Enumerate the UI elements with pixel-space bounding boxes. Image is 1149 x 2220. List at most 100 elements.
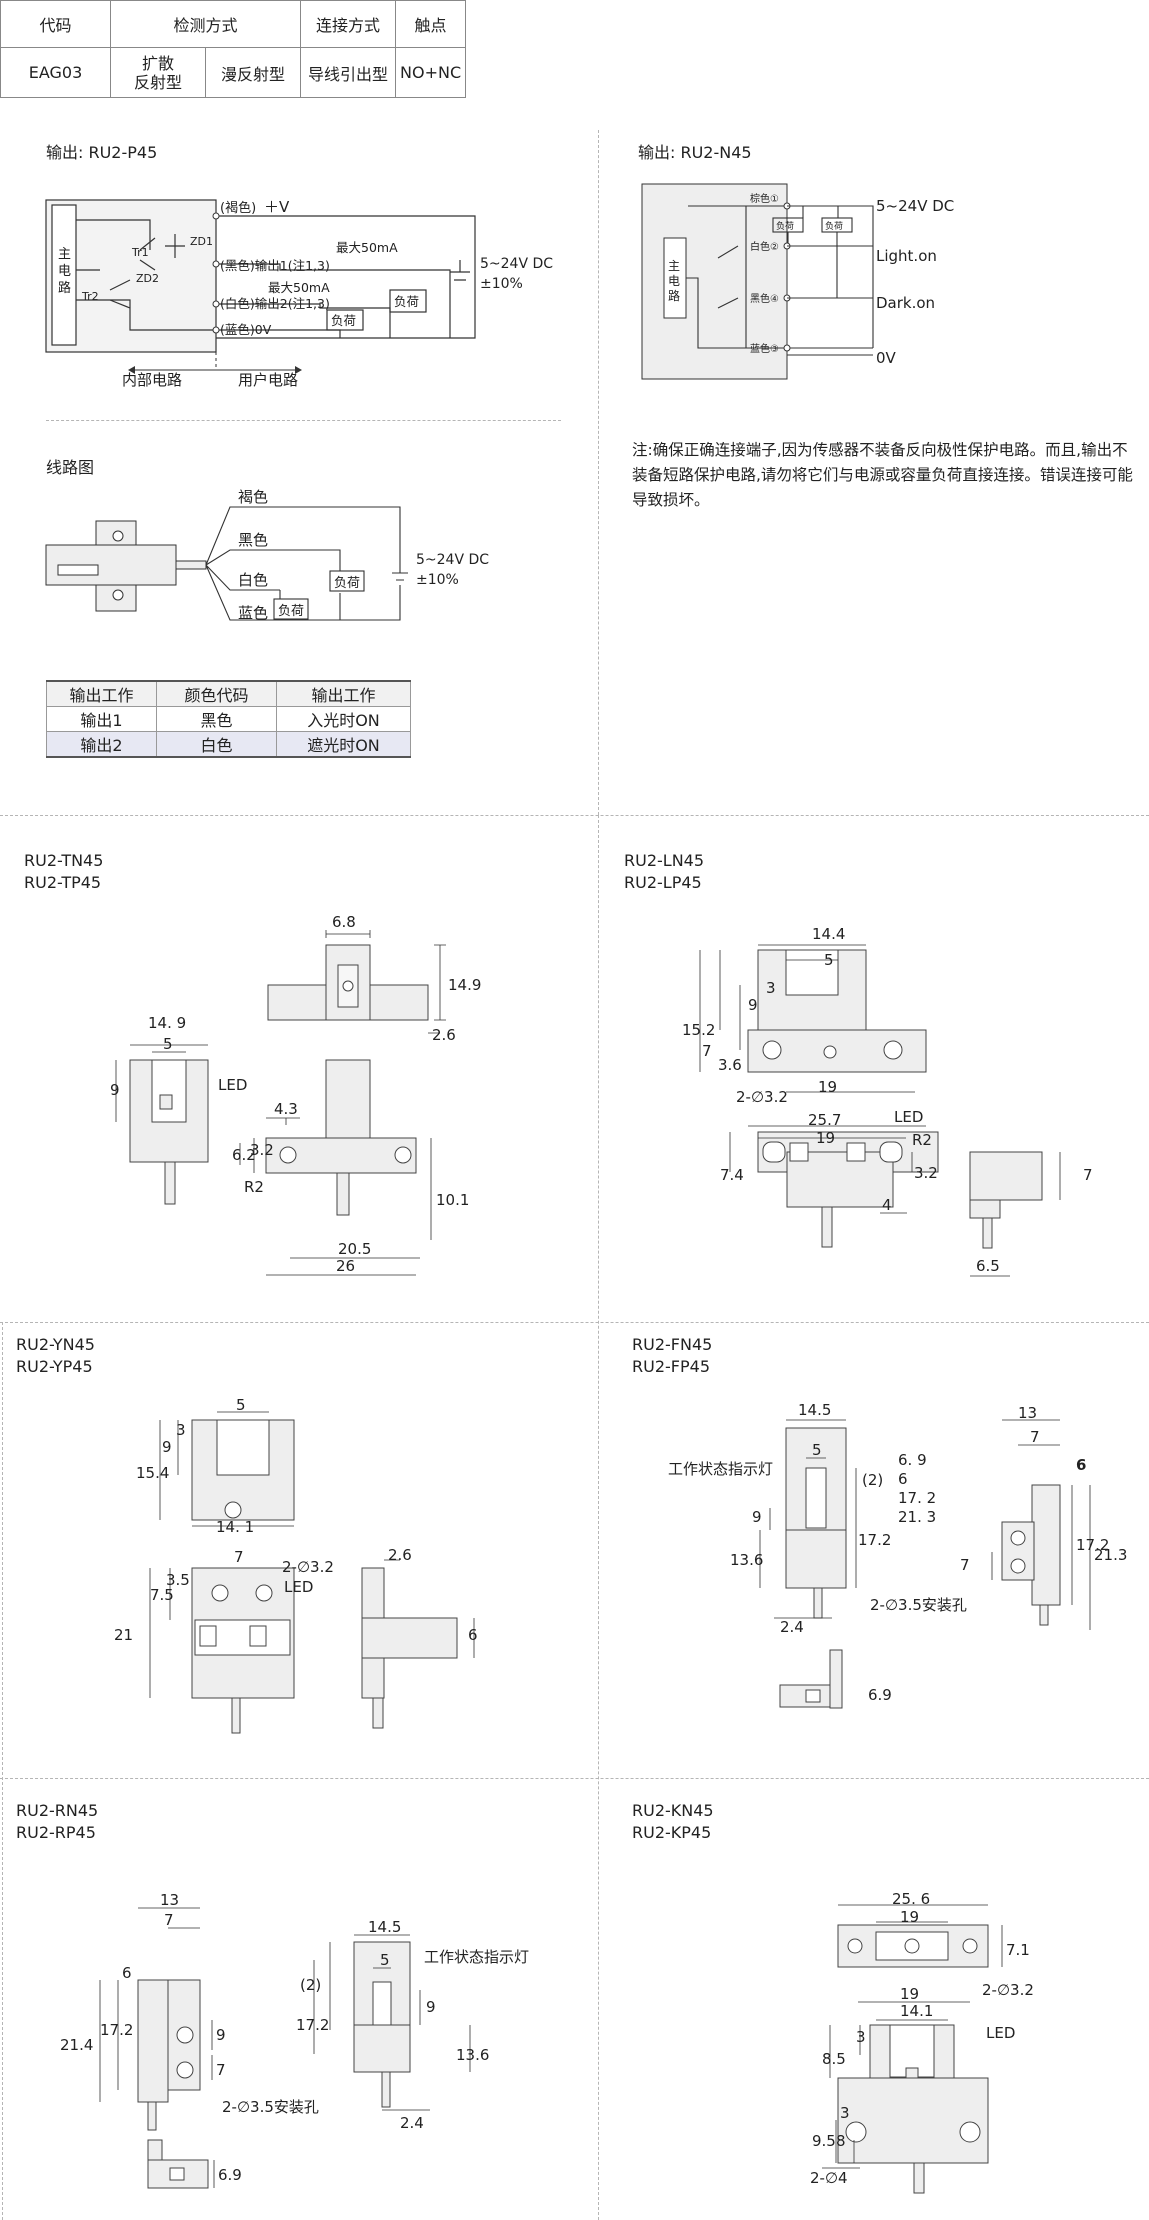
wiring-black: 黑色 — [238, 531, 268, 549]
output-cell: 输出2 — [46, 731, 157, 758]
rn-dim: 7 — [164, 1911, 174, 1929]
rn-dim: 9 — [216, 2026, 226, 2044]
rn-dim: 5 — [380, 1951, 390, 1969]
divider-mid — [598, 815, 599, 2220]
tn-dim: 3.2 — [250, 1141, 274, 1159]
ln-dim: 15.2 — [682, 1021, 715, 1039]
fn-dim: 6 — [1076, 1456, 1086, 1474]
tn-drawing: 6.8 14.9 2.6 14. 9 5 9 LED 4.3 6.2 3.2 R… — [110, 913, 481, 1276]
rn-dim: 6.9 — [218, 2166, 242, 2184]
rn-dim: 7 — [216, 2061, 226, 2079]
circuit-p-supply: 5~24V DC — [480, 256, 553, 272]
fn-dim: 2.4 — [780, 1618, 804, 1636]
rn-dim: 21.4 — [60, 2036, 93, 2054]
circuit-n-main-1: 主 — [668, 259, 680, 273]
kn-dim: 2-∅3.2 — [982, 1981, 1034, 1999]
tn-dim: 6.2 — [232, 1146, 256, 1164]
yn-dim: 6 — [468, 1626, 478, 1644]
fn-dim: 6. 9 — [898, 1451, 927, 1469]
tn-dim: R2 — [244, 1178, 264, 1196]
circuit-n-0v: 0V — [876, 349, 897, 367]
fn-dim: 13.6 — [730, 1551, 763, 1569]
divider-top — [598, 130, 599, 815]
yn-dim: 2-∅3.2 — [282, 1558, 334, 1576]
kn-dim: 9.5 — [812, 2132, 836, 2150]
divider-left — [2, 1322, 3, 2220]
ln-drawing: 14.4 5 3 9 15.2 7 3.6 2-∅3.2 19 LED 25.7… — [682, 925, 1093, 1277]
circuit-n-blue: 蓝色③ — [750, 342, 779, 355]
circuit-n-main-3: 路 — [668, 288, 680, 303]
fn-dim: 7 — [960, 1556, 970, 1574]
fn-dim: 6 — [898, 1470, 908, 1488]
rn-dim: 13.6 — [456, 2046, 489, 2064]
divider-row2 — [0, 1322, 1149, 1323]
yn-dim: LED — [284, 1578, 313, 1596]
circuit-p-plus-v: ＋V — [264, 198, 290, 216]
output-header-1: 输出工作 — [46, 680, 157, 707]
rn-dim: 17.2 — [100, 2021, 133, 2039]
ln-dim: LED — [894, 1108, 923, 1126]
circuit-n-main-2: 电 — [668, 274, 680, 288]
output-cell: 遮光时ON — [276, 731, 411, 758]
wiring-supply: 5~24V DC — [416, 552, 489, 568]
circuit-p-max1: 最大50mA — [336, 240, 398, 255]
yn-dim: 3.5 — [166, 1571, 190, 1589]
ln-dim: 9 — [748, 996, 758, 1014]
wiring-brown: 褐色 — [238, 488, 268, 506]
circuit-p-user: 用户电路 — [238, 371, 298, 389]
tn-dim: 5 — [163, 1035, 173, 1053]
rn-dim: 工作状态指示灯 — [424, 1948, 529, 1966]
yn-drawing: 5 3 9 15.4 14. 1 7 2-∅3.2 2.6 LED 7.5 3.… — [114, 1396, 478, 1734]
ln-dim: 19 — [818, 1078, 837, 1096]
circuit-p-title: 输出: RU2-P45 — [46, 143, 158, 162]
rn-dim: 13 — [160, 1891, 179, 1909]
tn-dim: 14. 9 — [148, 1014, 186, 1032]
circuit-p-white: (白色)输出2(注1,3) — [220, 296, 330, 311]
tn-dim: 26 — [336, 1257, 355, 1275]
kn-dimensions: 25. 6 19 7.1 2-∅3.2 19 14.1 3 8.5 LED 3 … — [810, 1890, 1034, 2187]
kn-dim: 3 — [856, 2028, 866, 2046]
fn-dim: 13 — [1018, 1404, 1037, 1422]
kn-dim: 25. 6 — [892, 1890, 930, 1908]
wiring-diagram: 褐色 黑色 白色 蓝色 负荷 负荷 5~24V DC ±10% — [45, 488, 489, 622]
kn-drawing: 25. 6 19 7.1 2-∅3.2 19 14.1 3 8.5 LED 3 … — [810, 1890, 1034, 2194]
ln-dim: 6.5 — [976, 1257, 1000, 1275]
fn-drawing: 14.5 5 工作状态指示灯 (2) 6. 9 6 17. 2 21. 3 9 … — [668, 1401, 1127, 1709]
rn-dim: 17.2 — [296, 2016, 329, 2034]
tn-dim: 2.6 — [432, 1026, 456, 1044]
fn-dim: 21.3 — [1094, 1546, 1127, 1564]
fn-dim: 工作状态指示灯 — [668, 1460, 773, 1478]
ln-dim: 19 — [816, 1129, 835, 1147]
fn-dim: 5 — [812, 1441, 822, 1459]
kn-dim: LED — [986, 2024, 1015, 2042]
rn-dim: 6 — [122, 1964, 132, 1982]
output-header-3: 输出工作 — [276, 680, 411, 707]
circuit-p-main-2: 电 — [58, 264, 71, 279]
circuit-p-tol: ±10% — [480, 276, 523, 292]
kn-dim: 3 — [840, 2104, 850, 2122]
circuit-p-load1: 负荷 — [394, 294, 419, 309]
circuit-p-max2: 最大50mA — [268, 280, 330, 295]
cell-connection: 导线引出型 — [300, 47, 396, 98]
ln-dimensions: 14.4 5 3 9 15.2 7 3.6 2-∅3.2 19 LED 25.7… — [682, 925, 1093, 1275]
circuit-n-dark: Dark.on — [876, 294, 935, 312]
ln-dim: 3.6 — [718, 1056, 742, 1074]
output-cell: 白色 — [156, 731, 277, 758]
circuit-p-black: (黑色)输出1(注1,3) — [220, 258, 330, 273]
header-code: 代码 — [0, 0, 111, 48]
circuit-p-main-3: 路 — [58, 280, 71, 296]
fn-dim: 17. 2 — [898, 1489, 936, 1507]
ln-dim: 7.4 — [720, 1166, 744, 1184]
circuit-n-title: 输出: RU2-N45 — [638, 143, 752, 162]
cell-code: EAG03 — [0, 47, 111, 98]
rn-dim: (2) — [300, 1976, 321, 1994]
circuit-p-load2: 负荷 — [331, 313, 356, 328]
circuit-p-tr2: Tr2 — [81, 290, 99, 303]
note-text: 注:确保正确连接端子,因为传感器不装备反向极性保护电路。而且,输出不装备短路保护… — [632, 441, 1133, 509]
fn-dim: 9 — [752, 1508, 762, 1526]
yn-dim: 5 — [236, 1396, 246, 1414]
circuit-n-load1: 负荷 — [776, 220, 794, 232]
circuit-p-inner: 内部电路 — [122, 371, 182, 389]
